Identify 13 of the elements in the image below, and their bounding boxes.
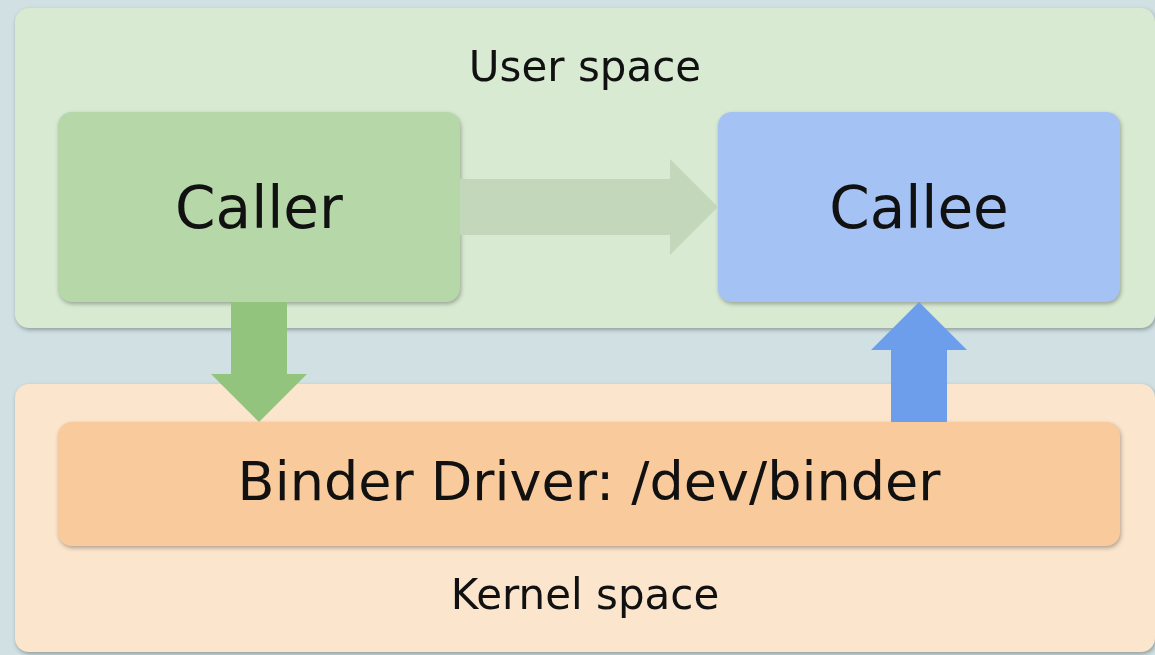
box-label: Callee (828, 174, 1010, 244)
process-box (718, 112, 1120, 302)
panel-title: User space (467, 42, 703, 93)
panel (15, 384, 1155, 652)
panel (15, 8, 1155, 328)
box-label: Caller (174, 174, 344, 244)
block-arrow (460, 159, 718, 255)
box-label: Binder Driver: /dev/binder (236, 450, 942, 515)
process-box (58, 112, 460, 302)
process-box (58, 422, 1120, 546)
block-arrow (871, 302, 967, 422)
panel-title: Kernel space (449, 570, 721, 621)
block-arrow (211, 302, 307, 422)
